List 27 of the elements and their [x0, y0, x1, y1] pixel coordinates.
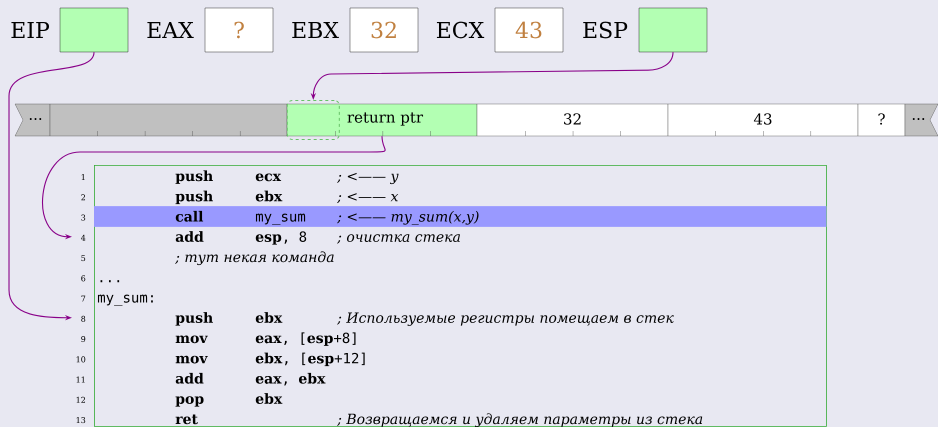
code-line: 7 my_sum: [81, 294, 153, 306]
stack-cell: ? [858, 104, 906, 136]
register-box: ? [204, 8, 274, 52]
register-box: 43 [494, 8, 564, 52]
stack-cell: ... [904, 104, 938, 136]
code-line: 5 ; тут некая команда [81, 251, 334, 266]
code-line: 4 add esp, 8 ; очистка стека [80, 231, 460, 245]
stack-cell: return ptr [286, 104, 478, 136]
code-line: 3 call my_sum ; <—— my_sum(x,y) [81, 206, 826, 227]
code-line: 12 pop ebx [76, 393, 282, 407]
code-line: 8 push ebx ; Используемые регистры помещаем в стек [81, 312, 674, 326]
code-line: 11 add eax, ebx [76, 372, 326, 386]
dashed-marker [286, 100, 340, 140]
code-listing-frame [94, 164, 827, 427]
register-name: ECX [436, 22, 484, 38]
register-name: EBX [292, 22, 339, 38]
register-name: ESP [583, 22, 628, 38]
code-line: 10 mov ebx, [esp+12] [76, 352, 365, 366]
register-name: EIP [11, 22, 49, 38]
code-line: 6 ... [81, 275, 120, 282]
code-line: 9 mov eax, [esp+8] [81, 332, 356, 346]
stack-cell: 32 [476, 104, 668, 136]
code-line: 2 push ebx ; <—— x [81, 190, 398, 204]
register-box: 32 [350, 8, 418, 52]
code-line: 13 ret ; Возвращаемся и удаляем параметры из стека [76, 413, 702, 427]
code-line: 1 push ecx ; <—— y [82, 170, 399, 184]
register-name: EAX [147, 22, 194, 38]
